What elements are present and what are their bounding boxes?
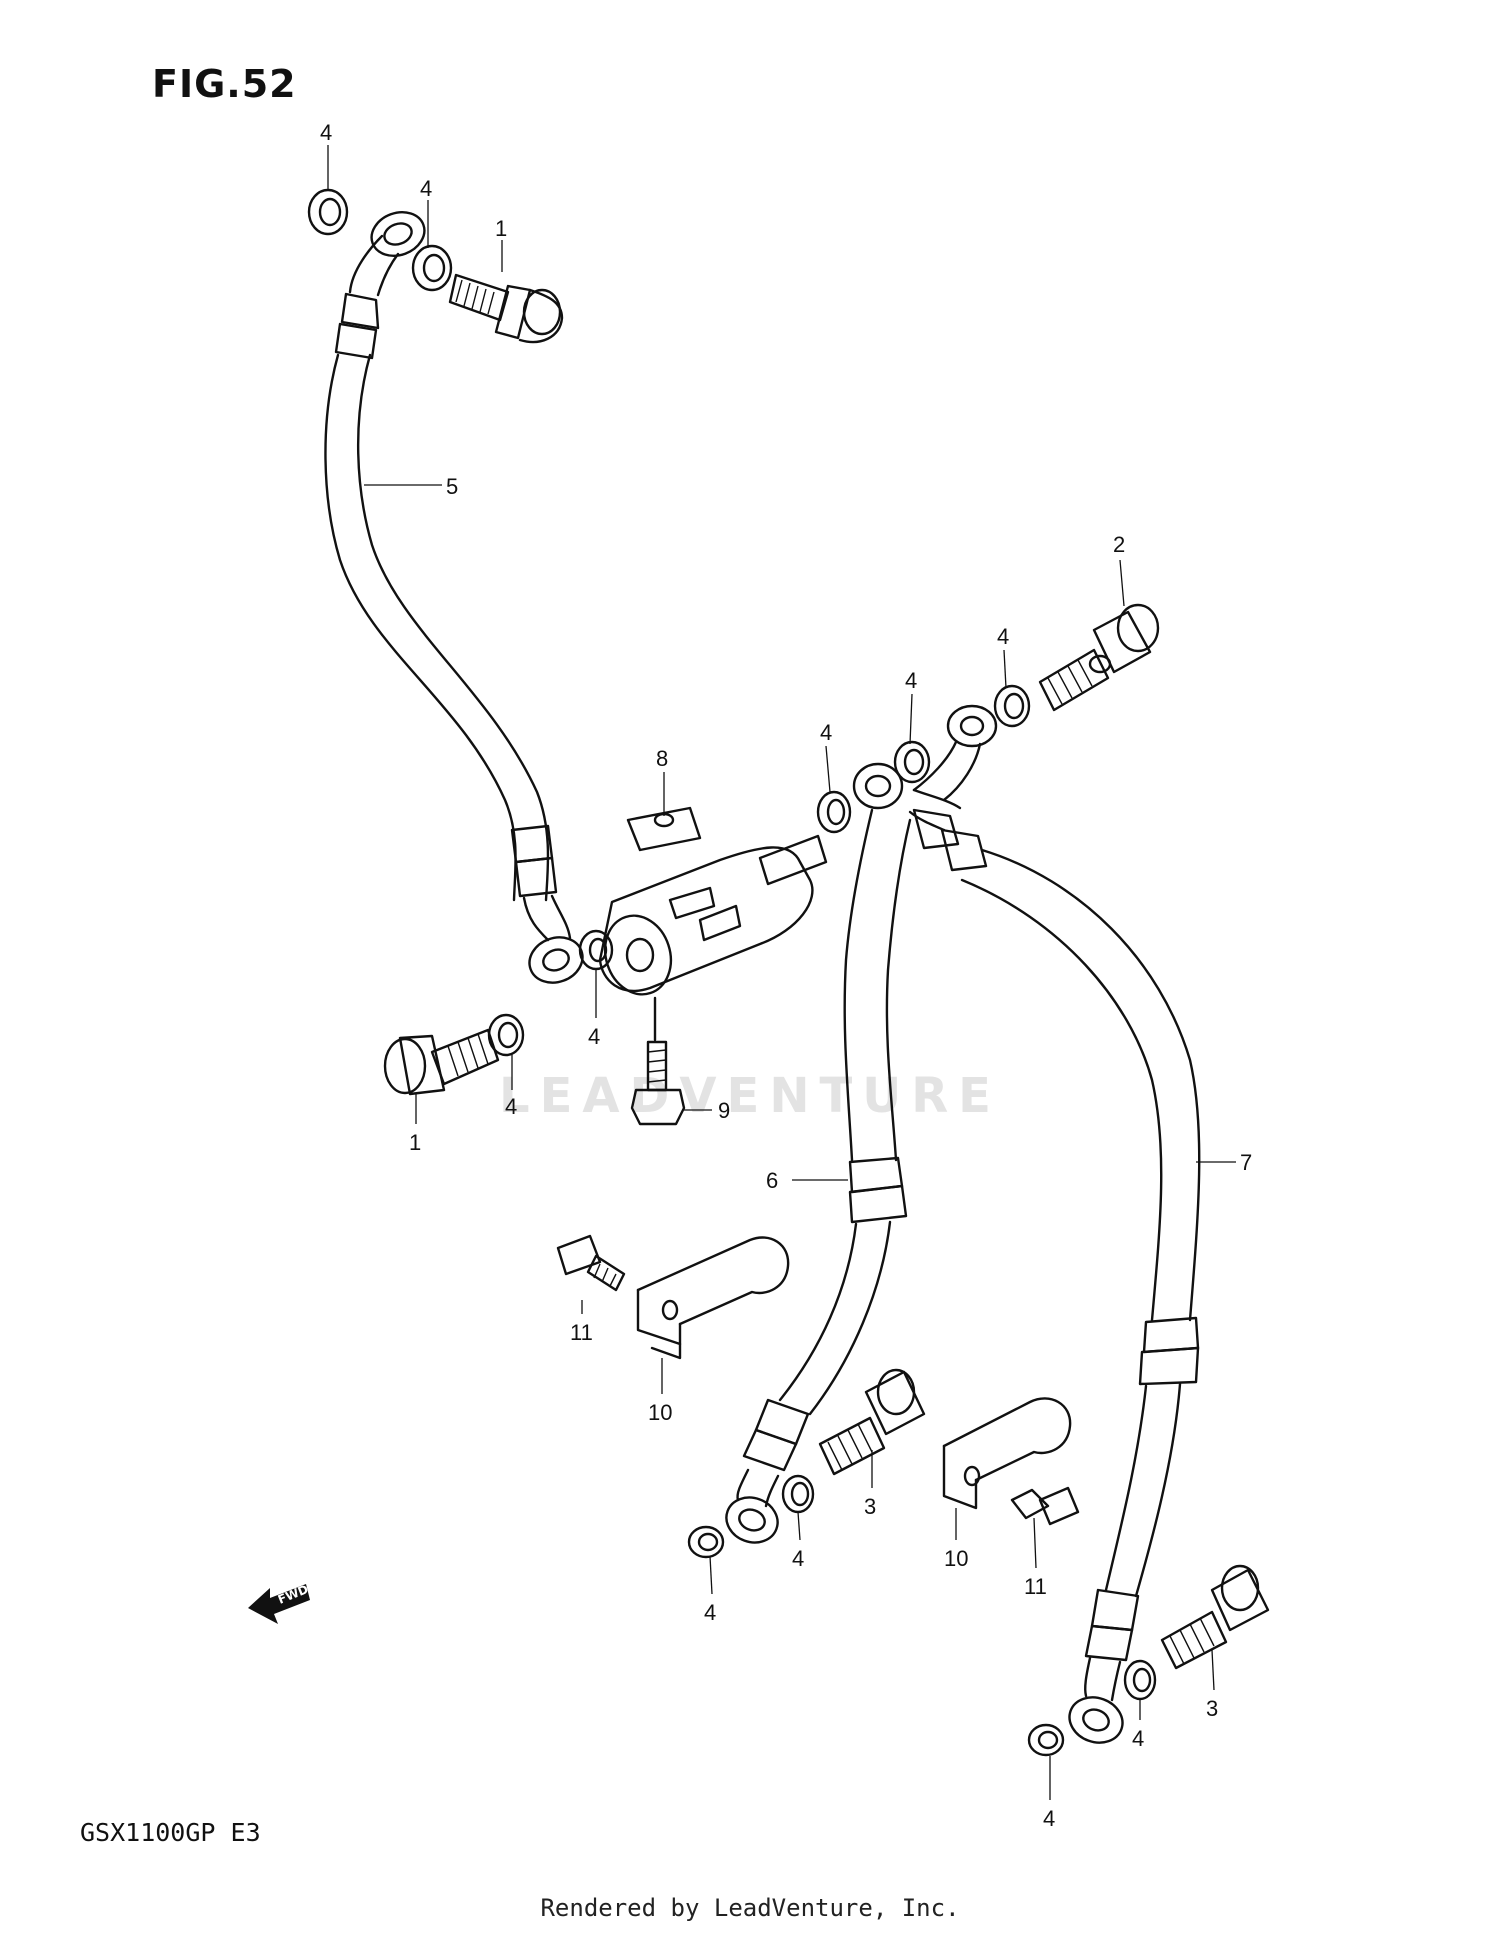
callout-1-top: 1	[495, 216, 507, 241]
union-bolt-1-left	[383, 1028, 500, 1096]
callout-10-right: 10	[944, 1546, 968, 1571]
brake-hose-6	[725, 762, 912, 1544]
union-bolt-2	[1038, 603, 1160, 712]
union-bolt-1-top	[448, 273, 564, 344]
callout-11-left: 11	[570, 1320, 593, 1345]
callout-10-left: 10	[648, 1400, 672, 1425]
brake-hose-5	[324, 211, 584, 984]
model-code: GSX1100GP E3	[80, 1818, 261, 1847]
brake-joint-8	[598, 806, 828, 1042]
callout-4-j: 4	[1132, 1726, 1144, 1751]
watermark: LEADVENTURE	[499, 1068, 1001, 1124]
callout-4-f: 4	[905, 668, 917, 693]
callout-3-mid: 3	[864, 1494, 876, 1519]
brake-hose-7	[908, 788, 1201, 1744]
callout-5: 5	[446, 474, 458, 499]
washer-4k	[1027, 1723, 1065, 1757]
callout-4-h: 4	[792, 1546, 804, 1571]
callout-4-i: 4	[704, 1600, 716, 1625]
callout-4-e: 4	[820, 720, 832, 745]
clamp-10-right	[942, 1397, 1072, 1510]
washer-4e	[816, 790, 852, 834]
washer-4h	[781, 1474, 815, 1514]
callout-6: 6	[766, 1168, 778, 1193]
washer-4a	[307, 188, 349, 236]
clamp-10-left	[636, 1236, 790, 1360]
callout-3-right: 3	[1206, 1696, 1218, 1721]
washer-4j	[1123, 1659, 1157, 1701]
callout-1-left: 1	[409, 1130, 421, 1155]
callout-4-b: 4	[420, 176, 432, 201]
figure-title: FIG.52	[152, 62, 297, 106]
leader-lines	[327, 145, 1236, 1800]
callout-8: 8	[656, 746, 668, 771]
washer-4f	[893, 740, 931, 784]
union-bolt-3-mid	[818, 1368, 926, 1476]
footer-credit: Rendered by LeadVenture, Inc.	[540, 1894, 960, 1922]
bolt-11-right	[1010, 1486, 1080, 1526]
union-bolt-3-right	[1160, 1564, 1270, 1670]
bolt-11-left	[556, 1234, 626, 1292]
banjo-fitting-upper	[912, 704, 998, 802]
callout-11-right: 11	[1024, 1574, 1047, 1599]
callout-2: 2	[1113, 532, 1125, 557]
washer-4i	[687, 1525, 725, 1559]
callout-4-a: 4	[320, 120, 332, 145]
callout-4-c: 4	[505, 1094, 517, 1119]
callout-7: 7	[1240, 1150, 1252, 1175]
callout-4-k: 4	[1043, 1806, 1055, 1831]
callout-labels: 4 4 1 5 2 4 4 4 8 4 4 9 1 6 7 11 10 3 4 …	[320, 120, 1252, 1831]
bolt-9	[630, 1040, 712, 1126]
callout-4-d: 4	[588, 1024, 600, 1049]
washer-4g	[993, 684, 1031, 728]
callout-9: 9	[718, 1098, 730, 1123]
fwd-arrow-icon: FWD	[248, 1582, 310, 1624]
callout-4-g: 4	[997, 624, 1009, 649]
washer-4b	[411, 244, 453, 292]
